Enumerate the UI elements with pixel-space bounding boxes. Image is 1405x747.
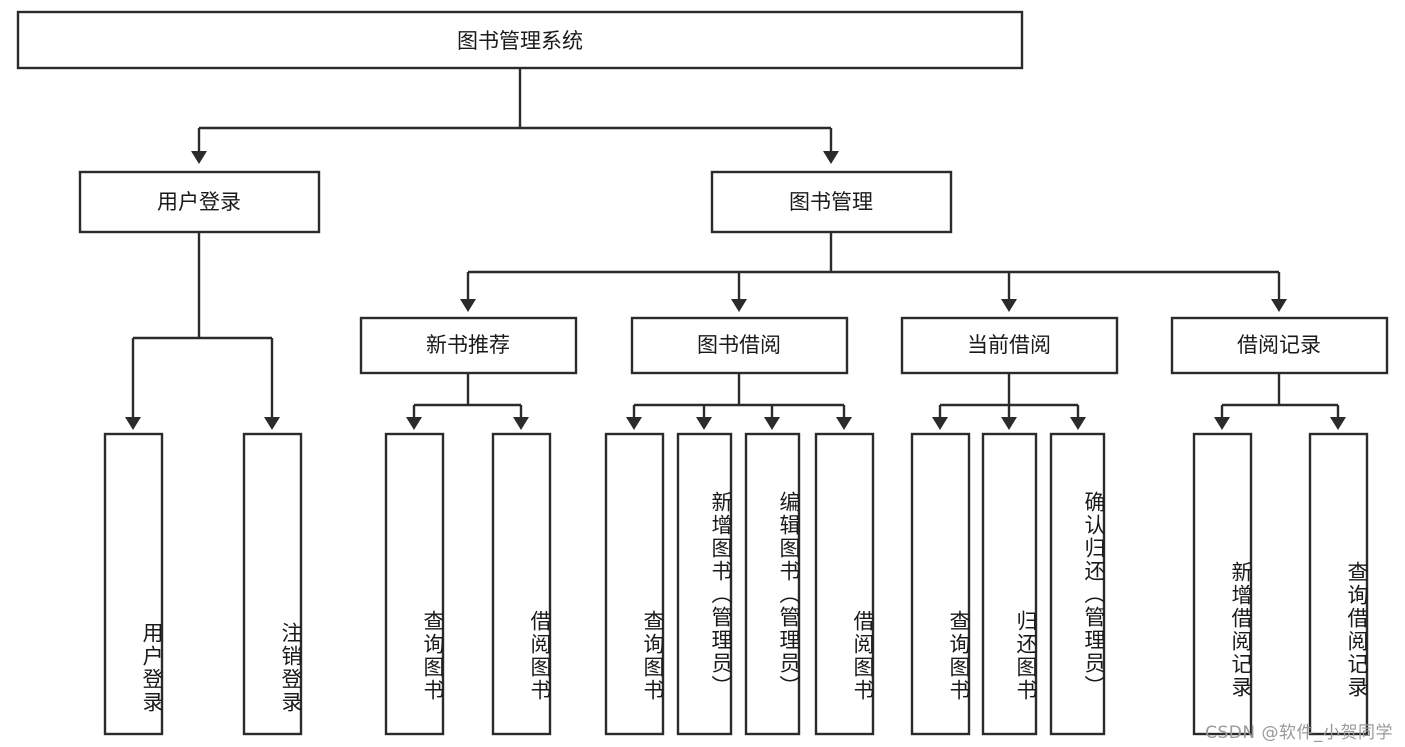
leaf-box-add-book[interactable] (676, 432, 733, 736)
leaf-box-edit-book[interactable] (744, 432, 801, 736)
csdn-watermark: CSDN @软件_小贺同学 (1205, 723, 1393, 743)
leaf-box-query-book-c[interactable] (910, 432, 971, 736)
leaf-box-query-book-a[interactable] (384, 432, 445, 736)
node-current-borrow-box[interactable] (900, 316, 1119, 375)
node-book-manage-box[interactable] (710, 170, 953, 234)
node-new-book-label: 新书推荐 (426, 333, 510, 357)
node-book-borrow-box[interactable] (630, 316, 849, 375)
leaf-box-borrow-book-a[interactable] (491, 432, 552, 736)
node-root-label: 图书管理系统 (457, 29, 583, 53)
leaf-box-confirm-return[interactable] (1049, 432, 1106, 736)
leaf-box-return-book[interactable] (981, 432, 1038, 736)
node-root-box[interactable] (16, 10, 1024, 70)
node-borrow-record-label: 借阅记录 (1237, 333, 1321, 357)
node-user-login-label: 用户登录 (157, 190, 241, 214)
leaf-box-query-book-b[interactable] (604, 432, 665, 736)
leaf-box-logout[interactable] (242, 432, 303, 736)
node-new-book-box[interactable] (359, 316, 578, 375)
node-book-borrow-label: 图书借阅 (697, 333, 781, 357)
node-current-borrow-label: 当前借阅 (967, 333, 1051, 357)
node-borrow-record-box[interactable] (1170, 316, 1389, 375)
leaf-box-query-record[interactable] (1308, 432, 1369, 736)
leaf-box-add-record[interactable] (1192, 432, 1253, 736)
leaf-box-user-login[interactable] (103, 432, 164, 736)
leaf-box-borrow-book-b[interactable] (814, 432, 875, 736)
node-book-manage-label: 图书管理 (789, 190, 873, 214)
